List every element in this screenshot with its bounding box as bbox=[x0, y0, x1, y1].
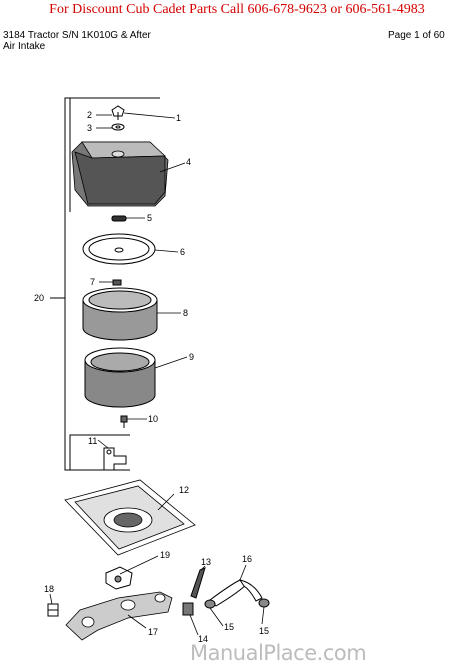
bracket-11 bbox=[69, 434, 130, 471]
fitting-part bbox=[103, 447, 127, 471]
hose-part bbox=[209, 579, 263, 607]
callout-14: 14 bbox=[198, 634, 208, 644]
bracket-20 bbox=[64, 97, 70, 471]
wing-nut-part bbox=[111, 105, 125, 120]
callout-1: 1 bbox=[176, 113, 181, 123]
callout-7: 7 bbox=[90, 277, 95, 287]
bracket-clip-part bbox=[47, 603, 59, 617]
callout-15-right: 15 bbox=[259, 626, 269, 636]
washer-part bbox=[111, 123, 125, 131]
callout-16: 16 bbox=[242, 554, 252, 564]
callout-12: 12 bbox=[179, 485, 189, 495]
callout-17: 17 bbox=[148, 627, 158, 637]
discount-parts-banner: For Discount Cub Cadet Parts Call 606-67… bbox=[49, 2, 425, 17]
clamp-part-left bbox=[204, 599, 216, 609]
bolt-part bbox=[190, 567, 206, 599]
callout-10: 10 bbox=[148, 414, 158, 424]
foam-prefilter-part bbox=[82, 287, 158, 341]
air-cleaner-cover-part bbox=[71, 141, 169, 207]
callout-5: 5 bbox=[147, 213, 152, 223]
filter-disc-part bbox=[82, 233, 156, 265]
watermark: ManualPlace.com bbox=[190, 641, 367, 665]
model-title: 3184 Tractor S/N 1K010G & After bbox=[3, 30, 151, 41]
screw-part bbox=[120, 415, 128, 428]
callout-15-left: 15 bbox=[224, 622, 234, 632]
paper-element-part bbox=[84, 347, 156, 408]
gasket-part bbox=[105, 566, 133, 590]
section-title: Air Intake bbox=[3, 41, 46, 52]
callout-19: 19 bbox=[160, 550, 170, 560]
callout-13: 13 bbox=[201, 557, 211, 567]
base-plate-part bbox=[64, 479, 196, 556]
sensor-part bbox=[182, 602, 194, 616]
clamp-part-right bbox=[258, 598, 270, 608]
callout-11: 11 bbox=[88, 436, 97, 446]
callout-6: 6 bbox=[180, 247, 185, 257]
callout-20: 20 bbox=[34, 293, 44, 303]
clip-part bbox=[111, 215, 127, 222]
callout-9: 9 bbox=[189, 352, 194, 362]
callout-18: 18 bbox=[44, 584, 54, 594]
callout-3: 3 bbox=[87, 123, 92, 133]
nut-part bbox=[112, 279, 122, 286]
page-number: Page 1 of 60 bbox=[388, 30, 445, 41]
intake-manifold-part bbox=[65, 591, 173, 641]
callout-8: 8 bbox=[183, 308, 188, 318]
callout-4: 4 bbox=[186, 157, 191, 167]
callout-2: 2 bbox=[87, 110, 92, 120]
